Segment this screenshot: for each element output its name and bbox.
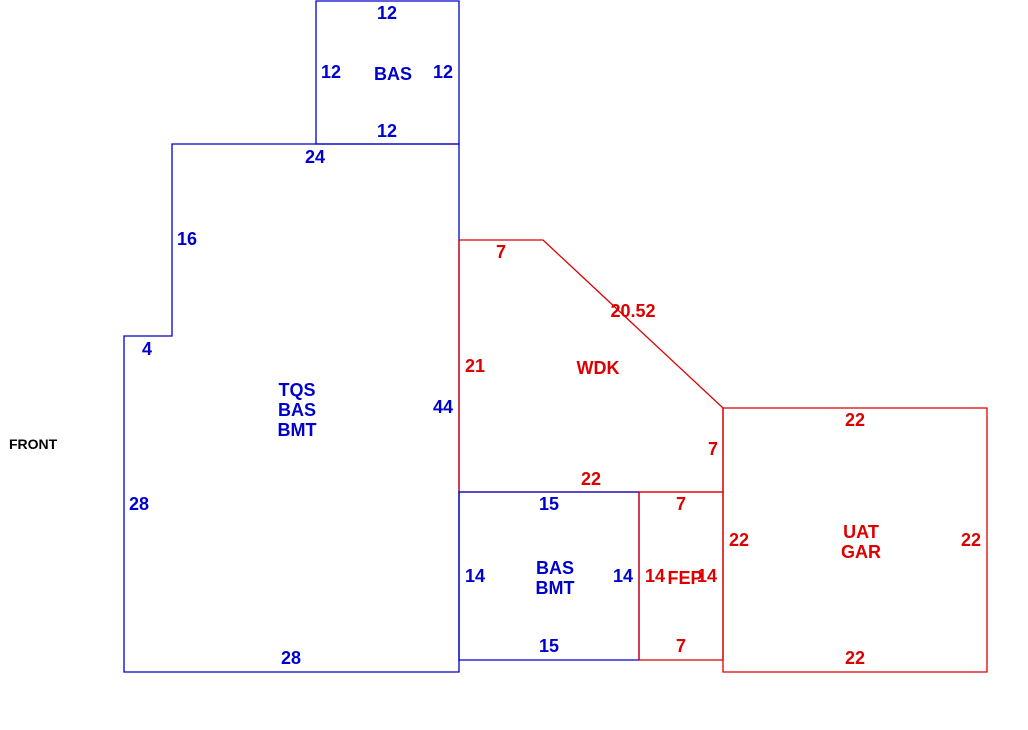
area-code-label: BAS (278, 400, 316, 420)
dim-label: 7 (676, 636, 686, 656)
area-code-label: GAR (841, 542, 881, 562)
dim-label: 28 (281, 648, 301, 668)
dim-label: 44 (433, 397, 453, 417)
dim-label: 22 (581, 469, 601, 489)
bas-top-area: 12 12 12 12 BAS (321, 3, 453, 141)
main-house-area: 24 16 4 44 28 28 TQS BAS BMT (129, 147, 453, 668)
dim-label: 22 (961, 530, 981, 550)
area-code-label: FEP (667, 568, 702, 588)
dim-label: 15 (539, 494, 559, 514)
garage-outline (722, 407, 988, 673)
dim-label: 14 (465, 566, 485, 586)
dim-label: 22 (845, 410, 865, 430)
dim-label: 14 (645, 566, 665, 586)
dim-label: 20.52 (610, 301, 655, 321)
dim-label: 7 (708, 439, 718, 459)
dim-label: 14 (613, 566, 633, 586)
area-code-label: BMT (278, 420, 317, 440)
dim-label: 16 (177, 229, 197, 249)
bas-bmt-area: 15 14 14 15 BAS BMT (465, 494, 633, 656)
dim-label: 12 (433, 62, 453, 82)
wdk-deck-area: 7 20.52 21 7 22 WDK (465, 242, 718, 489)
area-code-label: TQS (278, 380, 315, 400)
dim-label: 4 (142, 339, 152, 359)
garage-area: 22 22 22 22 UAT GAR (729, 410, 981, 668)
main-house-outline (123, 143, 460, 673)
dim-label: 12 (377, 121, 397, 141)
area-code-label: BAS (374, 64, 412, 84)
area-code-label: UAT (843, 522, 879, 542)
dim-label: 15 (539, 636, 559, 656)
dim-label: 14 (697, 566, 717, 586)
area-code-label: BAS (536, 558, 574, 578)
dim-label: 22 (729, 530, 749, 550)
dim-label: 12 (377, 3, 397, 23)
dim-label: 22 (845, 648, 865, 668)
dim-label: 7 (496, 242, 506, 262)
fep-porch-area: 7 14 14 7 FEP (645, 494, 717, 656)
area-code-label: WDK (577, 358, 620, 378)
dim-label: 28 (129, 494, 149, 514)
dim-label: 24 (305, 147, 325, 167)
front-label: FRONT (9, 436, 58, 452)
dim-label: 12 (321, 62, 341, 82)
dim-label: 21 (465, 356, 485, 376)
area-code-label: BMT (536, 578, 575, 598)
dim-label: 7 (676, 494, 686, 514)
